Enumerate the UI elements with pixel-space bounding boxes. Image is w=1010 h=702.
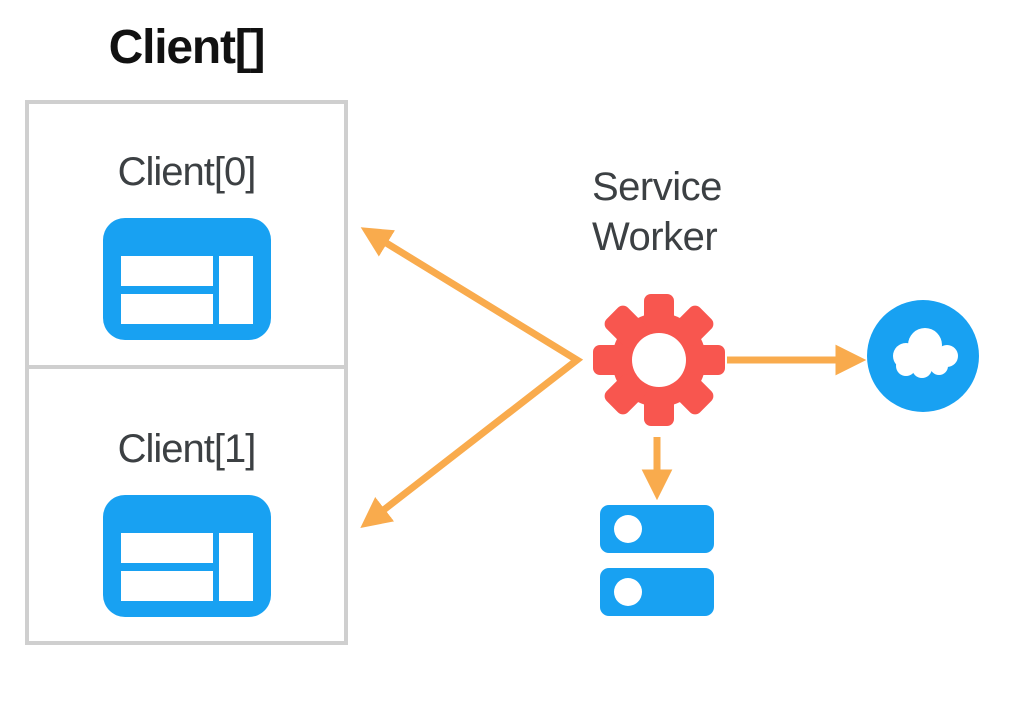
client-group-box: Client[0] Client[1] — [25, 100, 348, 645]
client-1-label: Client[1] — [117, 426, 257, 471]
service-worker-label: Service Worker — [592, 162, 722, 262]
database-icon — [600, 505, 714, 616]
service-worker-label-line1: Service — [592, 165, 722, 209]
arrow-service-worker-to-clients — [360, 227, 584, 529]
service-worker-label-line2: Worker — [592, 215, 718, 259]
client-1-cell: Client[1] — [29, 364, 344, 642]
client-array-title: Client[] — [108, 21, 266, 74]
browser-window-icon — [102, 494, 271, 617]
client-0-cell: Client[0] — [29, 104, 344, 365]
browser-window-icon — [102, 218, 271, 340]
cloud-icon — [867, 300, 979, 412]
client-0-label: Client[0] — [117, 150, 257, 194]
gear-icon — [593, 294, 725, 426]
